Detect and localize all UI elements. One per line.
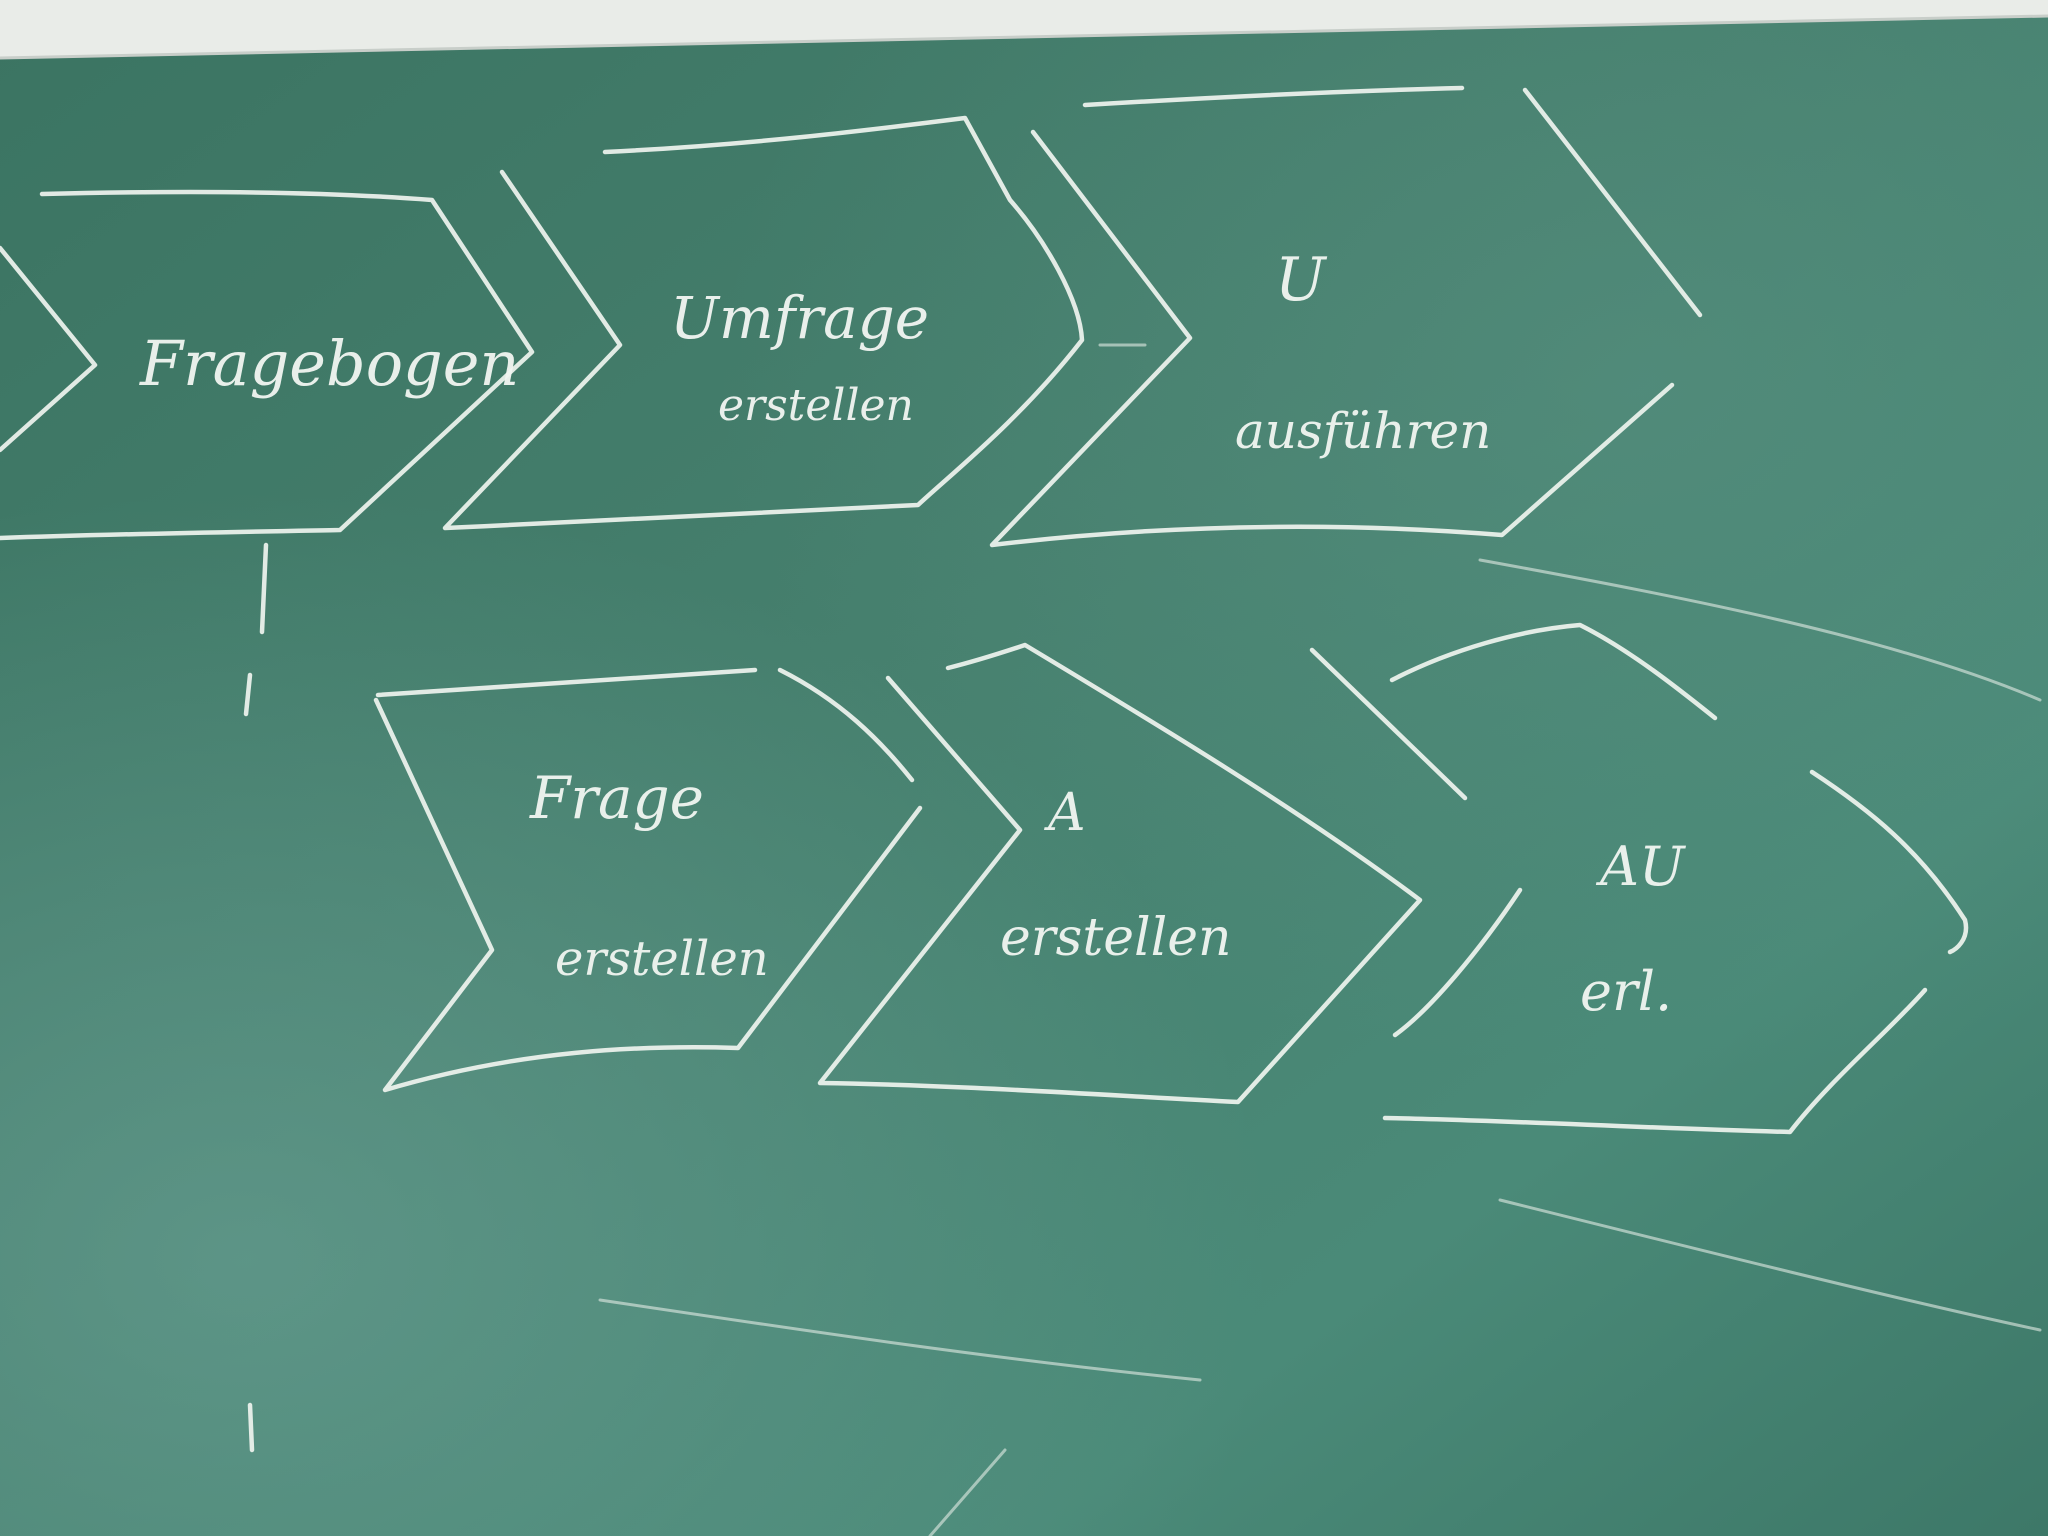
faint-stroke: [928, 1448, 1007, 1536]
label-u: U: [1275, 245, 1328, 315]
board-frame: [0, 0, 2048, 58]
label-umfrage: Umfrage: [670, 284, 929, 352]
label-a-erstellen: erstellen: [1000, 908, 1232, 968]
eraser-smudge: [1478, 558, 2042, 702]
chevron-au-bottom: [1382, 987, 1928, 1135]
label-fragebogen: Fragebogen: [139, 327, 519, 400]
label-frage: Frage: [529, 764, 704, 832]
chevron-au-tip: [1809, 769, 1969, 955]
board-frame-edge: [0, 14, 2048, 60]
chevron-top-line: [1082, 85, 1465, 108]
chevron-u-ausfuehren-tip: [1522, 87, 1703, 318]
chevron-au-left: [1392, 887, 1523, 1038]
eraser-smudge: [1498, 1198, 2042, 1332]
label-a: A: [1044, 783, 1086, 843]
chevron-u-ausfuehren: [989, 129, 1675, 548]
label-umfrage-erstellen: erstellen: [718, 380, 914, 431]
label-au-erl: erl.: [1580, 960, 1672, 1023]
chevron-partial-left: [0, 245, 98, 453]
chevron-a-erstellen: [817, 642, 1423, 1105]
chevron-frage-erstellen: [373, 697, 923, 1093]
chevron-frage-tip: [777, 667, 915, 783]
connector-dash: [243, 672, 253, 717]
chevron-au-top: [1389, 622, 1718, 721]
chevron-fragebogen: [0, 189, 535, 541]
chevron-umfrage-erstellen: [442, 115, 1085, 531]
chevron-au-mark: [1309, 647, 1468, 801]
label-frage-erstellen: erstellen: [555, 931, 769, 987]
connector-dash: [259, 542, 269, 635]
connector-dash: [247, 1402, 255, 1453]
label-u-ausfuehren: ausführen: [1235, 402, 1491, 460]
chevron-frage-top: [375, 667, 758, 698]
eraser-smudge: [598, 1298, 1202, 1382]
label-au: AU: [1595, 835, 1686, 898]
